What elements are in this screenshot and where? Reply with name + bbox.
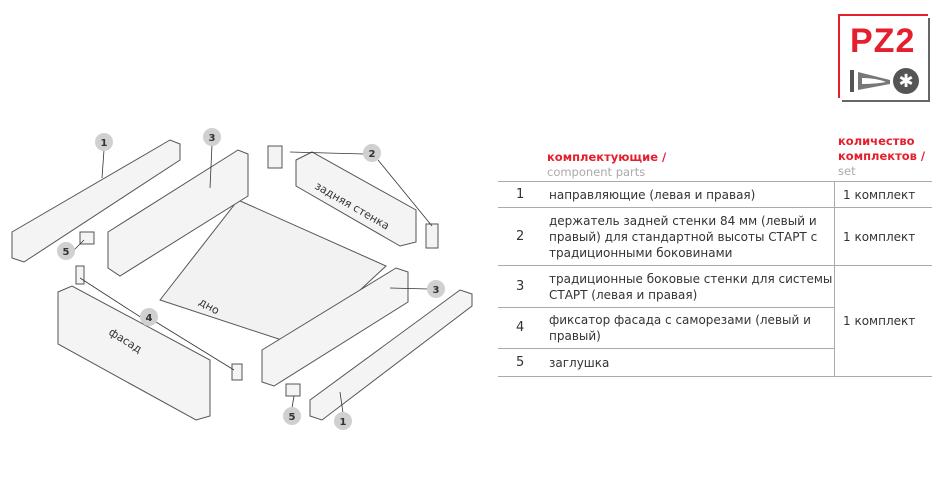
- callout-1: 1: [101, 138, 108, 149]
- row-number: 3: [498, 265, 549, 308]
- side-wall-left: [107, 149, 249, 277]
- parts-header-en: component parts: [547, 165, 646, 179]
- facade-fixer-right: [231, 363, 243, 381]
- table-row: 1 направляющие (левая и правая) 1 компле…: [498, 181, 932, 208]
- logo-text: PZ2: [850, 22, 916, 60]
- back-holder-right: [425, 223, 439, 249]
- table-row: 4 фиксатор фасада с саморезами (левый и …: [498, 307, 932, 349]
- svg-text:✱: ✱: [898, 71, 913, 92]
- callout-5: 5: [63, 247, 70, 258]
- row-number: 5: [498, 348, 549, 377]
- table-row: 3 традиционные боковые стенки для систем…: [498, 265, 932, 377]
- row-text: фиксатор фасада с саморезами (левый и пр…: [549, 307, 835, 349]
- row-qty: 1 комплект: [834, 181, 932, 208]
- callout-1: 1: [340, 417, 347, 428]
- drawer-exploded-diagram: задняя стенка дно фасад 1 3 2 5 4 3 5 1: [11, 128, 473, 430]
- runner-right: [309, 289, 473, 421]
- callout-5: 5: [289, 412, 296, 423]
- callout-4: 4: [146, 313, 153, 324]
- back-holder-left: [267, 145, 283, 169]
- table-row: 5 заглушка: [498, 348, 932, 377]
- qty-column-header: количество комплектов / set: [838, 134, 925, 179]
- qty-header-en: set: [838, 164, 856, 178]
- facade-fixer-left: [75, 265, 85, 285]
- back-wall-panel: [295, 151, 417, 247]
- facade-panel: [57, 285, 211, 421]
- row-qty: 1 комплект: [834, 265, 932, 377]
- runner-left: [11, 139, 181, 263]
- cap-right: [285, 383, 301, 397]
- qty-header-ru-2: комплектов /: [838, 149, 926, 163]
- screwdriver-phillips-icon: ✱: [850, 68, 919, 94]
- row-number: 4: [498, 307, 549, 349]
- row-text: направляющие (левая и правая): [549, 181, 835, 208]
- parts-header-ru: комплектующие /: [547, 150, 667, 164]
- row-number: 2: [498, 207, 549, 266]
- parts-column-header: комплектующие / component parts: [547, 150, 666, 180]
- callout-2: 2: [369, 149, 376, 160]
- components-table: 1 направляющие (левая и правая) 1 компле…: [498, 181, 932, 377]
- callout-3: 3: [209, 133, 216, 144]
- row-qty: 1 комплект: [834, 207, 932, 266]
- table-row: 2 держатель задней стенки 84 мм (левый и…: [498, 207, 932, 266]
- pz2-logo: PZ2 ✱: [838, 14, 930, 102]
- qty-header-ru-1: количество: [838, 134, 915, 148]
- callout-3: 3: [433, 285, 440, 296]
- row-number: 1: [498, 181, 549, 208]
- row-text: традиционные боковые стенки для системы …: [549, 265, 835, 308]
- side-wall-right: [261, 267, 409, 387]
- row-text: держатель задней стенки 84 мм (левый и п…: [549, 207, 835, 266]
- row-text: заглушка: [549, 348, 835, 377]
